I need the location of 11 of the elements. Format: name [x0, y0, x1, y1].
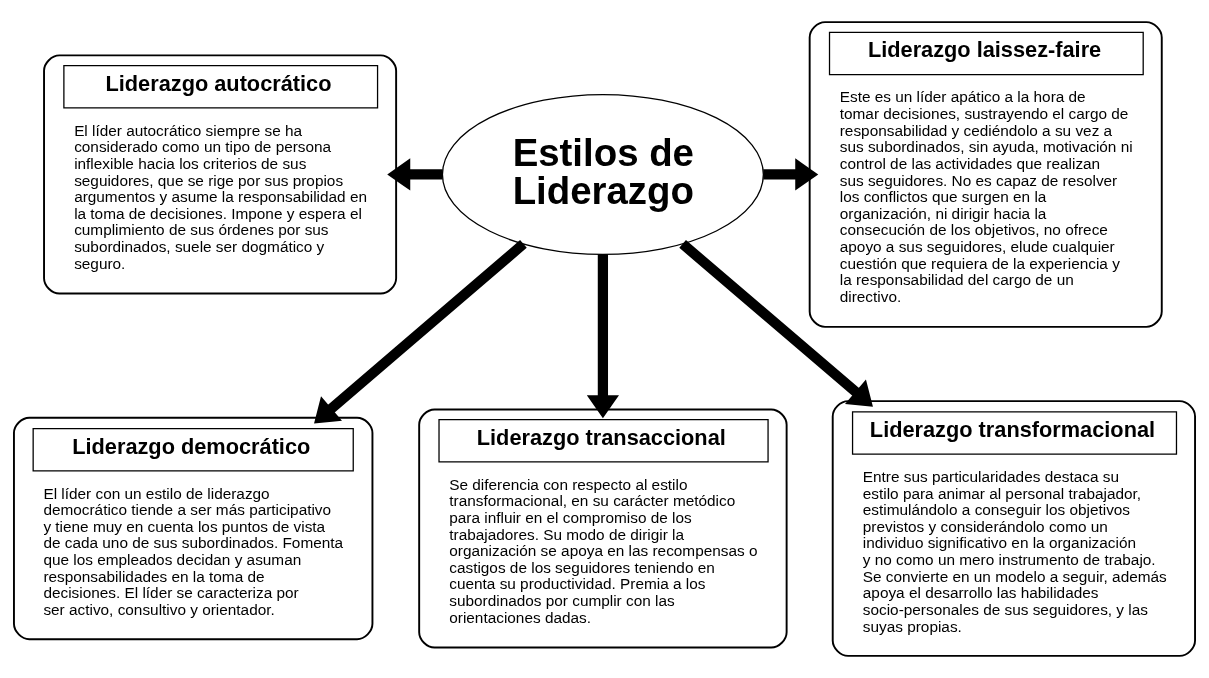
arrow	[586, 254, 619, 419]
node-box: Liderazgo transformacional Entre sus particularidades destaca su estilo para animar al personal trabajador, estimulándolo a conseguir los objetivos previstos y considerándolo como un individuo significativo en la organización y no como un mero instrumento de trabajo. Se convierte en un modelo a seguir, además apoya el desarrollo las habilidades socio-personales de sus seguidores, y las suyas propias.	[831, 400, 1196, 657]
arrow	[387, 158, 443, 191]
arrow	[763, 158, 819, 191]
node-box: Liderazgo autocrático El líder autocrático siempre se ha considerado como un tipo de persona inflexible hacia los criterios de sus seguidores, que se rige por sus propios argumentos y asume la responsabilidad en la toma de decisiones. Impone y espera el cumplimiento de sus órdenes por sus subordinados, suele ser dogmático y seguro.	[43, 54, 398, 295]
node-box: Liderazgo democrático El líder con un estilo de liderazgo democrático tiende a ser más participativo y tiene muy en cuenta los puntos de vista de cada uno de sus subordinados. Fomenta que los empleados decidan y asuman responsabilidades en la toma de decisiones. El líder se caracteriza por ser activo, consultivo y orientador.	[13, 416, 374, 641]
node-ellipse: Estilos de Liderazgo	[441, 93, 764, 256]
arrow	[679, 240, 873, 407]
arrow	[314, 240, 527, 424]
node-box: Liderazgo transaccional Se diferencia con respecto al estilo transformacional, en su carácter metódico para influir en el compromiso de los trabajadores. Su modo de dirigir la organización se apoya en las recompensas o castigos de los seguidores teniendo en cuenta su productividad. Premia a los subordinados por cumplir con las orientaciones dadas.	[418, 408, 788, 649]
node-box: Liderazgo laissez-faire Este es un líder apático a la hora de tomar decisiones, sustrayendo el cargo de responsabilidad y cediéndolo a su vez a sus subordinados, sin ayuda, motivación ni control de las actividades que realizan sus seguidores. No es capaz de resolver los conflictos que surgen en la organización, ni dirigir hacia la consecución de los objetivos, no ofrece apoyo a sus seguidores, elude cualquier cuestión que requiera de la experiencia y la responsabilidad del cargo de un directivo.	[808, 21, 1163, 328]
